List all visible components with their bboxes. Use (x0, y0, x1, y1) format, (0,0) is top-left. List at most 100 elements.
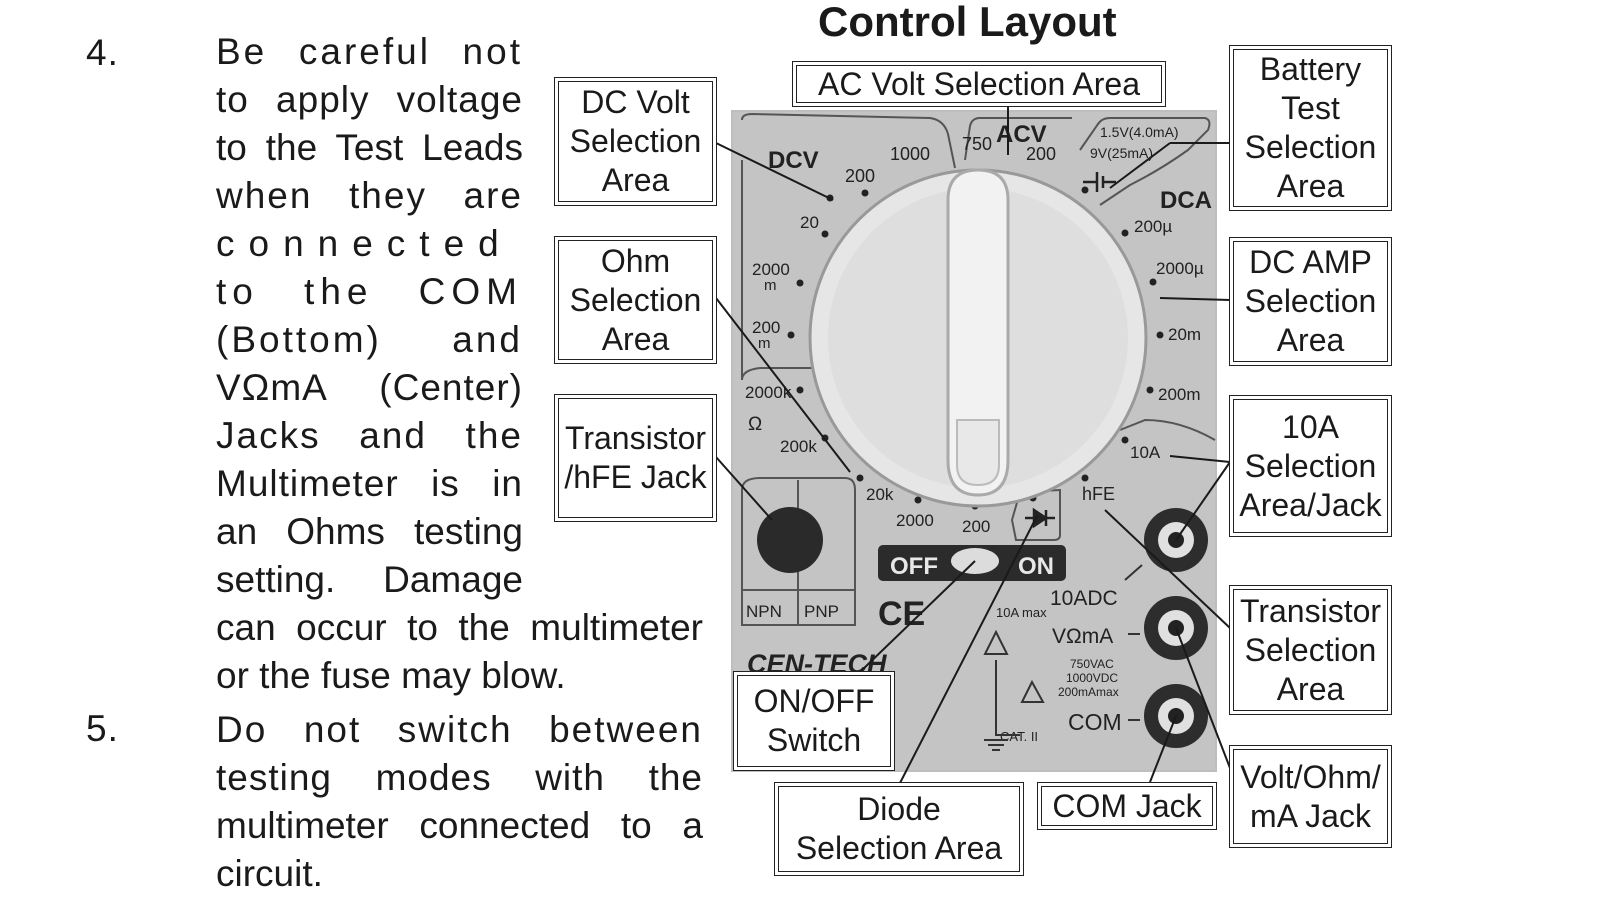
range-outline (741, 112, 1211, 381)
text-line: an Ohms testing (216, 511, 523, 552)
dc-amp-callout: DC AMP Selection Area (1229, 237, 1392, 366)
on-label: ON (1018, 553, 1054, 580)
npn-label: NPN (746, 602, 782, 621)
text-line: (Bottom) and (216, 319, 523, 360)
range-dot (1149, 278, 1157, 286)
cat-label: CAT. II (1000, 729, 1038, 744)
leader-transistor-jack (715, 456, 773, 521)
dcv-200m-unit: m (758, 335, 771, 352)
leader-battery-a (1109, 142, 1171, 189)
leader-10a-area (1169, 455, 1231, 463)
dca-2000u-label: 2000µ (1156, 259, 1204, 278)
dca-10a-label: 10A (1130, 443, 1161, 462)
ce-mark: CE (878, 595, 925, 633)
jack-vohm-label: VΩmA (1052, 625, 1113, 648)
ohm-200k-label: 200k (780, 437, 817, 456)
diode-callout: Diode Selection Area (774, 782, 1024, 876)
range-dot (796, 279, 804, 287)
range-dot (1081, 474, 1089, 482)
rating-200mamax: 200mAmax (1058, 685, 1119, 699)
leader-diode (899, 515, 1038, 784)
ohm-200-label: 200 (962, 517, 990, 536)
range-dot (1121, 436, 1129, 444)
instruction-5-text: Do not switch between testing modes with… (216, 706, 703, 898)
battery-15v-label: 1.5V(4.0mA) (1100, 124, 1179, 140)
ohm-2000k-label: 2000k (745, 383, 792, 402)
text-line: setting. Damage (216, 559, 523, 600)
diagram-title: Control Layout (818, 0, 1117, 45)
item-number-4: 4. (86, 32, 119, 73)
text-line: Multimeter is in (216, 463, 523, 504)
text-line: when they are (216, 175, 523, 216)
ohm-callout: Ohm Selection Area (554, 236, 717, 364)
range-dot (914, 496, 922, 504)
jack-com-label: COM (1068, 709, 1122, 735)
jack-10amax-label: 10A max (996, 605, 1047, 620)
text-line: testing modes with the (216, 757, 703, 798)
onoff-switch-callout: ON/OFF Switch (733, 671, 895, 771)
lower-outline (1010, 488, 1061, 541)
callout-lines (715, 106, 1231, 784)
dca-200m-label: 200m (1158, 385, 1201, 404)
dcv-200m-label: 200 (752, 318, 780, 337)
text-line: multimeter connected to a (216, 805, 703, 846)
acv-200-label: 200 (1026, 144, 1056, 164)
text-line: VΩmA (Center) (216, 367, 523, 408)
leader-transistor-sel (1104, 509, 1231, 629)
text-line: Jacks and the (216, 415, 523, 456)
text-line: circuit. (216, 853, 323, 894)
dcv-1000-label: 1000 (890, 144, 930, 164)
instruction-4-text: Be careful not to apply voltage to the T… (216, 28, 703, 700)
acv-750-label: 750 (962, 134, 992, 154)
vohm-jack-callout: Volt/Ohm/ mA Jack (1229, 745, 1392, 848)
transistor-jack-callout: Transistor /hFE Jack (554, 394, 717, 522)
dcv-2000m-unit: m (764, 277, 777, 294)
text-line: to apply voltage (216, 79, 523, 120)
range-dot (821, 230, 829, 238)
transistor-socket-frame (741, 477, 856, 626)
dcv-20-label: 20 (800, 213, 819, 232)
rating-750vac: 750VAC (1070, 657, 1114, 671)
ohm-20k-label: 20k (866, 485, 894, 504)
ground-symbol (984, 660, 1020, 751)
dial-knob (946, 168, 1010, 497)
range-dot (861, 189, 869, 197)
ohm-symbol: Ω (748, 414, 762, 435)
text-line: or the fuse may blow. (216, 655, 566, 696)
ten-a-callout: 10A Selection Area/Jack (1229, 395, 1392, 537)
range-dot (796, 386, 804, 394)
dca-200u-label: 200µ (1134, 217, 1172, 236)
leader-ohm (715, 297, 851, 473)
range-dot (1121, 229, 1129, 237)
leader-dc-amp (1159, 297, 1231, 301)
ac-volt-callout: AC Volt Selection Area (792, 61, 1166, 107)
leader-vohm-jack (1175, 627, 1231, 769)
battery-symbol (1083, 172, 1116, 192)
text-line: to the COM (216, 271, 523, 312)
item-number-5: 5. (86, 708, 119, 749)
dca-label: DCA (1160, 187, 1212, 214)
dc-volt-callout: DC Volt Selection Area (554, 77, 717, 206)
range-dot (1081, 186, 1089, 194)
text-line: can occur to the multimeter (216, 607, 703, 648)
transistor-socket (757, 507, 823, 573)
rating-1000vdc: 1000VDC (1066, 671, 1118, 685)
jack-10adc-label: 10ADC (1050, 587, 1118, 610)
range-dot (1156, 331, 1164, 339)
text-line: to the Test Leads (216, 127, 523, 168)
text-line: connected (216, 223, 513, 264)
com-jack-callout: COM Jack (1037, 782, 1217, 830)
acv-label: ACV (996, 121, 1047, 148)
battery-test-callout: Battery Test Selection Area (1229, 45, 1392, 211)
off-label: OFF (890, 553, 938, 580)
dcv-200-label: 200 (845, 166, 875, 186)
text-line: Do not switch between (216, 709, 703, 750)
range-dot (1146, 386, 1154, 394)
right-outline (1119, 418, 1216, 441)
dcv-2000m-label: 2000 (752, 260, 790, 279)
leader-com-jack (1149, 715, 1177, 783)
dial-pointer (956, 419, 1000, 487)
dcv-label: DCV (768, 147, 819, 174)
ohm-2000-label: 2000 (896, 511, 934, 530)
